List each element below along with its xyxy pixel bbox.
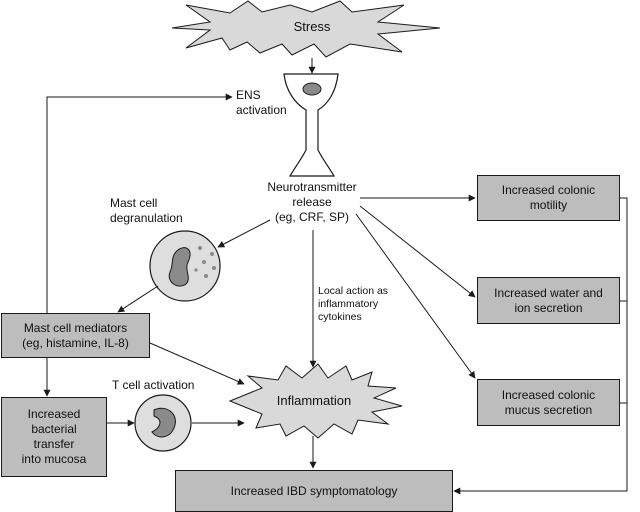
mast-cell-granules bbox=[194, 246, 216, 278]
increased-bacterial-transfer-text: Increased bacterial transfer into mucosa bbox=[21, 407, 87, 466]
stress-burst bbox=[171, 0, 441, 58]
increased-colonic-mucus-secretion-text: Increased colonic mucus secretion bbox=[501, 387, 596, 417]
ens-activation-label: ENS activation bbox=[236, 88, 287, 117]
inflammation-burst bbox=[228, 363, 403, 439]
arrow-release-to-degranulation bbox=[217, 219, 271, 248]
arrow-mediators-to-inflammation bbox=[149, 342, 245, 385]
increased-colonic-motility-box: Increased colonic motility bbox=[477, 175, 620, 221]
t-cell-nucleus bbox=[151, 407, 176, 438]
arrow-release-to-mucus bbox=[355, 213, 476, 379]
mast-cell-mediators-box: Mast cell mediators (eg, histamine, IL-8… bbox=[1, 313, 150, 358]
t-cell-activation-label: T cell activation bbox=[112, 378, 195, 392]
increased-water-ion-secretion-box: Increased water and ion secretion bbox=[477, 277, 620, 324]
neuron-cell bbox=[283, 73, 339, 177]
mast-cell-degranulation-label: Mast cell degranulation bbox=[110, 196, 183, 225]
increased-ibd-symptomatology-text: Increased IBD symptomatology bbox=[230, 483, 398, 498]
increased-ibd-symptomatology-box: Increased IBD symptomatology bbox=[175, 470, 453, 512]
line-effects-collector bbox=[612, 197, 628, 492]
neuron-nucleus bbox=[302, 82, 322, 96]
arrow-mediators-to-ens bbox=[46, 93, 233, 313]
neurotransmitter-release-label: Neurotransmitter release (eg, CRF, SP) bbox=[267, 180, 357, 224]
increased-bacterial-transfer-box: Increased bacterial transfer into mucosa bbox=[1, 397, 107, 477]
arrow-mastcell-to-mediators bbox=[117, 285, 159, 313]
increased-colonic-motility-text: Increased colonic motility bbox=[501, 183, 596, 212]
mast-cell-mediators-text: Mast cell mediators (eg, histamine, IL-8… bbox=[22, 320, 129, 350]
stress-label: Stress bbox=[293, 19, 331, 34]
local-action-label: Local action as inflammatory cytokines bbox=[318, 285, 389, 323]
mast-cell-nucleus bbox=[168, 247, 191, 287]
inflammation-label: Inflammation bbox=[276, 393, 352, 408]
arrow-release-to-water bbox=[359, 205, 476, 298]
increased-colonic-mucus-secretion-box: Increased colonic mucus secretion bbox=[477, 379, 620, 426]
increased-water-ion-secretion-text: Increased water and ion secretion bbox=[494, 285, 603, 315]
